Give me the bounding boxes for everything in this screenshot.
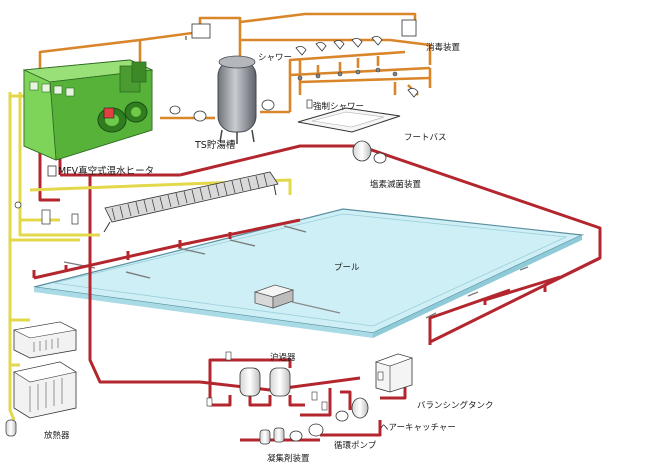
- chlorine-sterilizer-label: 塩素滅菌装置: [370, 180, 422, 190]
- mfv-heater: [22, 59, 154, 161]
- pool-outlet-box: [253, 284, 341, 314]
- shower-head-icon: [295, 46, 307, 56]
- shower-head-icon: [407, 88, 419, 98]
- foot-bath-label: フートバス: [404, 133, 447, 143]
- hot-water-pump: [169, 99, 275, 122]
- balancing-tank-label: バランシングタンク: [417, 401, 494, 411]
- disinfector-label: 消毒装置: [426, 43, 461, 53]
- heating-valves: [14, 201, 79, 225]
- expansion-tank: [185, 23, 211, 40]
- circulation-pump-label: 循環ポンプ: [334, 441, 377, 451]
- coagulant-unit-label: 凝集剤装置: [267, 454, 310, 464]
- balancing-tank: [375, 353, 413, 393]
- mfv-heater-label: MFV真空式温水ヒータ: [58, 166, 155, 177]
- pool: [33, 208, 585, 338]
- shower-label: シャワー: [258, 53, 293, 63]
- hair-catcher: [335, 397, 369, 422]
- convector-coil: [103, 171, 279, 233]
- pool-label: プール: [334, 263, 360, 273]
- radiator-lower: [13, 361, 77, 419]
- pump-icon: [308, 423, 324, 437]
- foot-bath: [297, 107, 401, 133]
- shower-head-icon: [351, 38, 363, 48]
- ts-storage-tank: [217, 55, 257, 144]
- forced-shower-label: 強制シャワー: [313, 102, 365, 112]
- hair-catcher-label: ヘアーキャッチャー: [380, 423, 456, 433]
- pool-inlet-nozzles: [63, 225, 529, 319]
- radiator-upper: [13, 321, 77, 359]
- shower-head-icon: [371, 36, 383, 46]
- disinfector-unit: [401, 19, 417, 37]
- heater-control-box: [47, 165, 57, 177]
- filter-label: 沪過器: [270, 353, 296, 363]
- radiator-label: 放熱器: [44, 431, 70, 441]
- radiator-cylinder: [5, 419, 17, 437]
- ts-tank-label: TS貯湯槽: [195, 140, 236, 151]
- shower-head-icon: [315, 42, 327, 52]
- shower-heads: [295, 36, 419, 98]
- circulation-pump: [289, 423, 324, 442]
- coagulant-unit: [259, 427, 285, 445]
- circulation-valves: [206, 351, 384, 411]
- chlorine-sterilizer: [352, 140, 387, 164]
- shower-head-icon: [333, 40, 345, 50]
- forced-shower-valve: [306, 99, 313, 109]
- shower-valves: [297, 67, 398, 81]
- filters: [239, 367, 291, 397]
